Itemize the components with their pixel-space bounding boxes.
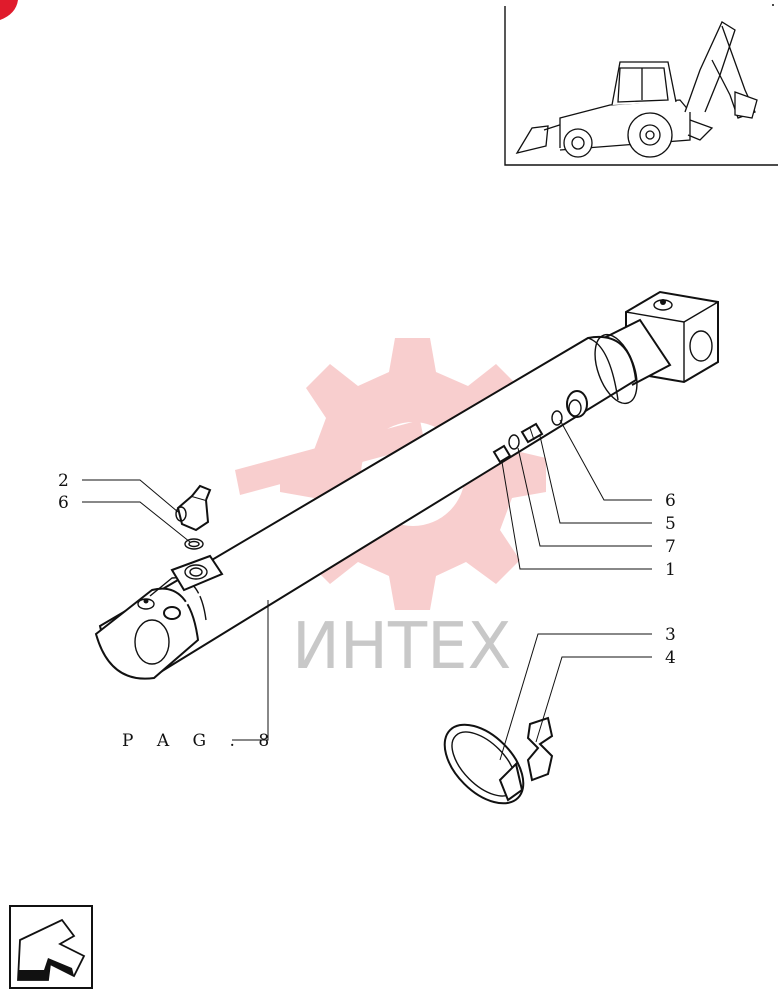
callout-5: 5 [665,514,676,534]
callout-6-left: 6 [58,493,69,513]
page-reference: P A G . 8 [122,731,278,751]
callout-6-right: 6 [665,491,676,511]
callout-4: 4 [665,648,676,668]
callout-7: 7 [665,537,676,557]
elbow-fitting [175,484,212,550]
clip-bracket [526,716,554,782]
callout-2-left: 2 [58,471,69,491]
leader-lines [82,419,652,761]
watermark-text: ИНТЕХ [292,610,511,684]
machine-thumbnail [504,4,778,166]
hydraulic-pipe [163,444,512,620]
hose-clamp [443,723,525,805]
port-fittings [508,410,563,450]
callout-3: 3 [665,625,676,645]
corner-badge-icon [0,0,18,20]
return-arrow-icon[interactable] [9,905,93,989]
callout-1: 1 [665,560,676,580]
